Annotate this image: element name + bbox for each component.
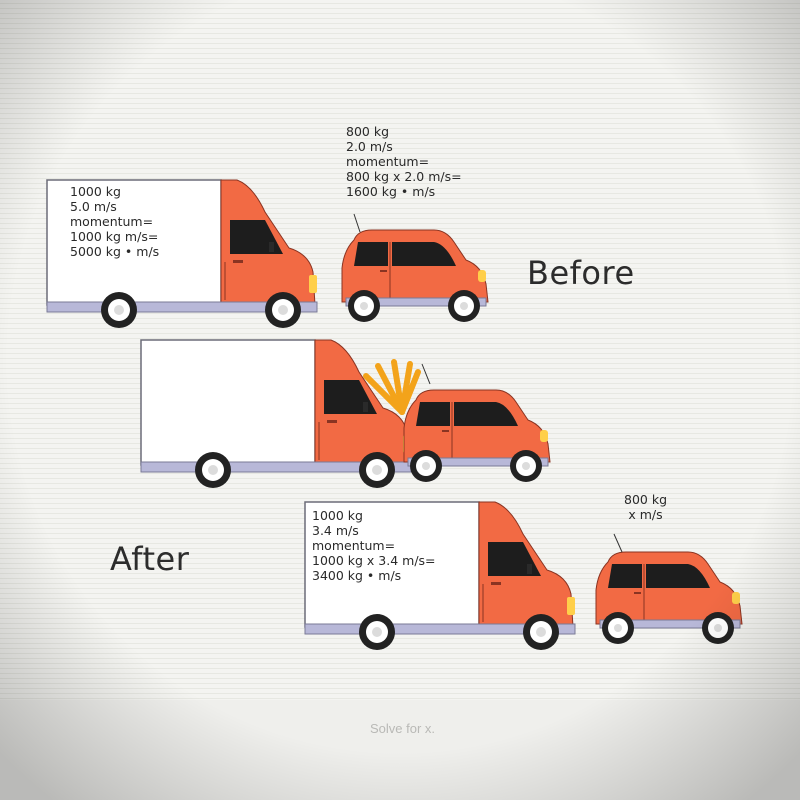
before-truck-label: 1000 kg 5.0 m/s momentum= 1000 kg m/s= 5… (70, 184, 159, 259)
caption-text: Solve for x. (370, 721, 436, 736)
after-truck-momentum-heading: momentum= (312, 538, 396, 553)
before-truck-momentum-value: 5000 kg • m/s (70, 244, 160, 259)
after-car-mass: 800 kg (624, 492, 668, 507)
before-truck-velocity: 5.0 m/s (70, 199, 117, 214)
before-car-label: 800 kg 2.0 m/s momentum= 800 kg x 2.0 m/… (346, 124, 462, 199)
after-title: After (110, 540, 190, 578)
before-truck-mass: 1000 kg (70, 184, 121, 199)
after-truck-velocity: 3.4 m/s (312, 523, 359, 538)
after-truck-momentum-expression: 1000 kg x 3.4 m/s= (312, 553, 436, 568)
before-car-momentum-value: 1600 kg • m/s (346, 184, 436, 199)
after-truck-momentum-value: 3400 kg • m/s (312, 568, 402, 583)
before-truck-momentum-heading: momentum= (70, 214, 154, 229)
after-car-label: 800 kg x m/s (624, 492, 667, 522)
after-truck-mass: 1000 kg (312, 508, 363, 523)
before-car-mass: 800 kg (346, 124, 390, 139)
after-car-velocity: x m/s (628, 507, 663, 522)
before-title: Before (527, 254, 635, 292)
before-truck-momentum-expression: 1000 kg m/s= (70, 229, 159, 244)
before-car-momentum-heading: momentum= (346, 154, 430, 169)
after-truck-label: 1000 kg 3.4 m/s momentum= 1000 kg x 3.4 … (312, 508, 436, 583)
before-car-velocity: 2.0 m/s (346, 139, 393, 154)
before-car-momentum-expression: 800 kg x 2.0 m/s= (346, 169, 462, 184)
